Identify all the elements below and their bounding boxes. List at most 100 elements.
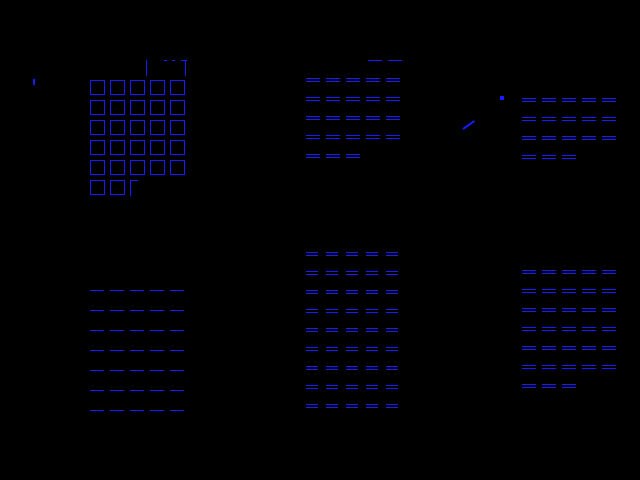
list-item-dash[interactable] <box>602 368 616 369</box>
list-item-dash[interactable] <box>562 292 576 293</box>
grid-cell[interactable] <box>150 80 165 95</box>
list-item-dash[interactable] <box>542 273 556 274</box>
list-item-dash[interactable] <box>346 274 358 275</box>
list-item-dash[interactable] <box>562 158 576 159</box>
list-item-dash[interactable] <box>602 98 616 99</box>
list-item-dash[interactable] <box>326 369 338 370</box>
list-item-dash[interactable] <box>90 330 104 331</box>
list-item-dash[interactable] <box>346 385 358 386</box>
list-item-dash[interactable] <box>90 350 104 351</box>
list-item-dash[interactable] <box>542 330 556 331</box>
list-item-dash[interactable] <box>522 346 536 347</box>
list-item-dash[interactable] <box>522 273 536 274</box>
list-item-dash[interactable] <box>326 407 338 408</box>
list-item-dash[interactable] <box>582 136 596 137</box>
list-item-dash[interactable] <box>542 270 556 271</box>
list-item-dash[interactable] <box>306 100 320 101</box>
grid-cell[interactable] <box>130 120 145 135</box>
list-item-dash[interactable] <box>602 273 616 274</box>
list-item-dash[interactable] <box>110 330 124 331</box>
list-item-dash[interactable] <box>170 370 184 371</box>
list-item-dash[interactable] <box>366 407 378 408</box>
list-item-dash[interactable] <box>562 327 576 328</box>
list-item-dash[interactable] <box>602 139 616 140</box>
list-item-dash[interactable] <box>602 292 616 293</box>
list-item-dash[interactable] <box>602 349 616 350</box>
list-item-dash[interactable] <box>346 271 358 272</box>
list-item-dash[interactable] <box>522 98 536 99</box>
grid-cell[interactable] <box>170 120 185 135</box>
list-item-dash[interactable] <box>346 290 358 291</box>
list-item-dash[interactable] <box>366 385 378 386</box>
list-item-dash[interactable] <box>386 116 400 117</box>
list-item-dash[interactable] <box>110 390 124 391</box>
list-item-dash[interactable] <box>522 289 536 290</box>
list-item-dash[interactable] <box>366 116 380 117</box>
grid-cell[interactable] <box>170 160 185 175</box>
list-item-dash[interactable] <box>542 101 556 102</box>
list-item-dash[interactable] <box>522 270 536 271</box>
list-item-dash[interactable] <box>386 404 398 405</box>
list-item-dash[interactable] <box>306 388 318 389</box>
list-item-dash[interactable] <box>386 135 400 136</box>
list-item-dash[interactable] <box>386 100 400 101</box>
list-item-dash[interactable] <box>326 388 338 389</box>
list-item-dash[interactable] <box>170 390 184 391</box>
list-item-dash[interactable] <box>562 117 576 118</box>
list-item-dash[interactable] <box>366 138 380 139</box>
list-item-dash[interactable] <box>130 410 144 411</box>
list-item-dash[interactable] <box>306 350 318 351</box>
grid-cell[interactable] <box>150 100 165 115</box>
list-item-dash[interactable] <box>150 330 164 331</box>
list-item-dash[interactable] <box>366 309 378 310</box>
list-item-dash[interactable] <box>386 385 398 386</box>
list-item-dash[interactable] <box>386 366 398 367</box>
list-item-dash[interactable] <box>582 308 596 309</box>
grid-cell[interactable] <box>130 140 145 155</box>
list-item-dash[interactable] <box>326 271 338 272</box>
list-item-dash[interactable] <box>346 97 360 98</box>
grid-cell[interactable] <box>110 180 125 195</box>
grid-cell[interactable] <box>90 180 105 195</box>
list-item-dash[interactable] <box>306 312 318 313</box>
list-item-dash[interactable] <box>542 117 556 118</box>
list-item-dash[interactable] <box>386 81 400 82</box>
list-item-dash[interactable] <box>522 349 536 350</box>
list-item-dash[interactable] <box>346 328 358 329</box>
list-item-dash[interactable] <box>306 293 318 294</box>
grid-cell[interactable] <box>110 120 125 135</box>
list-item-dash[interactable] <box>542 289 556 290</box>
list-item-dash[interactable] <box>130 370 144 371</box>
list-item-dash[interactable] <box>346 255 358 256</box>
grid-cell-partial[interactable] <box>130 180 138 196</box>
list-item-dash[interactable] <box>326 78 340 79</box>
list-item-dash[interactable] <box>562 155 576 156</box>
list-item-dash[interactable] <box>542 327 556 328</box>
grid-cell[interactable] <box>150 120 165 135</box>
list-item-dash[interactable] <box>582 117 596 118</box>
list-item-dash[interactable] <box>522 387 536 388</box>
list-item-dash[interactable] <box>562 289 576 290</box>
list-item-dash[interactable] <box>326 309 338 310</box>
list-item-dash[interactable] <box>582 289 596 290</box>
list-item-dash[interactable] <box>366 312 378 313</box>
list-item-dash[interactable] <box>90 390 104 391</box>
list-item-dash[interactable] <box>90 290 104 291</box>
list-item-dash[interactable] <box>366 366 378 367</box>
list-item-dash[interactable] <box>602 117 616 118</box>
list-item-dash[interactable] <box>110 370 124 371</box>
list-item-dash[interactable] <box>562 384 576 385</box>
list-item-dash[interactable] <box>366 271 378 272</box>
list-item-dash[interactable] <box>346 78 360 79</box>
list-item-dash[interactable] <box>326 328 338 329</box>
grid-cell[interactable] <box>130 100 145 115</box>
list-item-dash[interactable] <box>366 388 378 389</box>
list-item-dash[interactable] <box>386 138 400 139</box>
list-item-dash[interactable] <box>90 370 104 371</box>
list-item-dash[interactable] <box>522 311 536 312</box>
list-item-dash[interactable] <box>562 311 576 312</box>
list-item-dash[interactable] <box>346 116 360 117</box>
list-item-dash[interactable] <box>366 369 378 370</box>
list-item-dash[interactable] <box>306 135 320 136</box>
list-item-dash[interactable] <box>562 101 576 102</box>
